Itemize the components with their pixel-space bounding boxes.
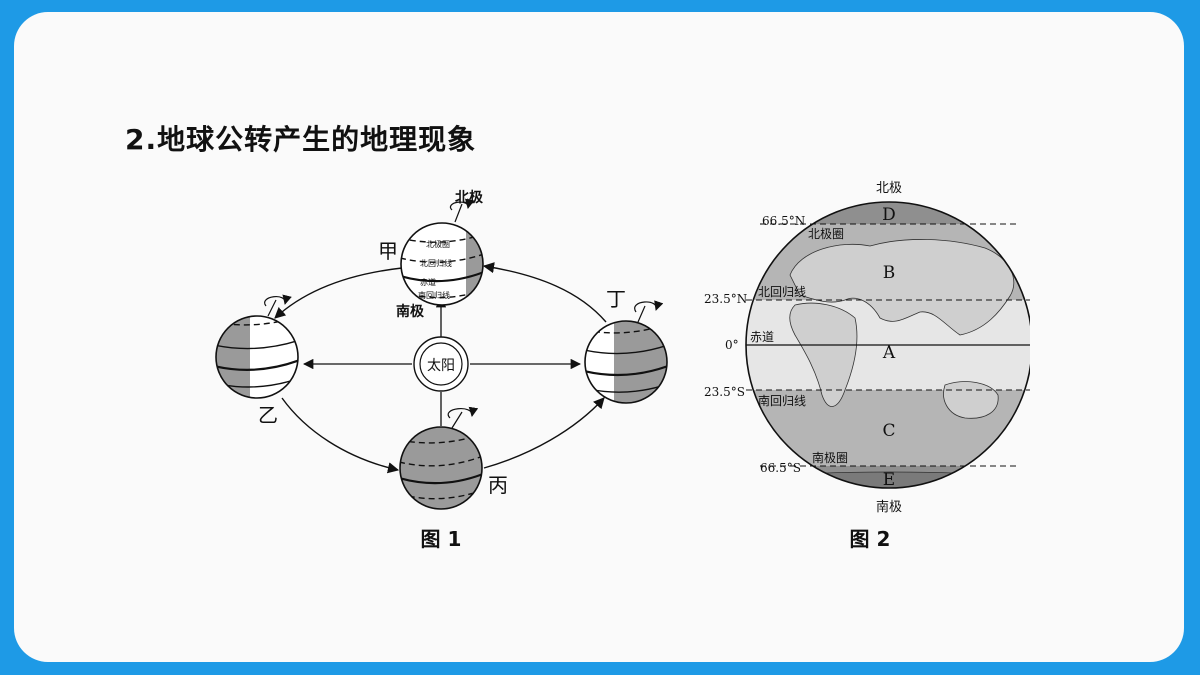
svg-text:北回归线: 北回归线 [420, 258, 452, 268]
lat-66n: 66.5°N [762, 214, 805, 228]
zone-A: A [882, 343, 896, 363]
line-arctic-circle: 北极圈 [808, 227, 844, 241]
earth-bing [399, 406, 483, 510]
lat-23n: 23.5°N [704, 292, 747, 306]
zone-B: B [883, 263, 896, 283]
figure-2-caption: 图 2 [850, 527, 891, 551]
position-bing: 丙 [488, 473, 508, 497]
sun-label: 太阳 [427, 358, 455, 374]
line-equator: 赤道 [750, 330, 774, 344]
line-antarctic-circle: 南极圈 [812, 450, 848, 465]
orbit-arc-ding-jia [482, 262, 607, 323]
lat-0: 0° [725, 338, 739, 352]
zone-E: E [883, 470, 895, 490]
position-ding: 丁 [606, 287, 626, 311]
figure-1-revolution-diagram: 太阳 北极圈 北回归线 赤道 南回归线 北极 南极 甲 [215, 189, 668, 551]
zone-C: C [882, 421, 895, 441]
svg-text:赤道: 赤道 [420, 277, 436, 287]
earth-jia: 北极圈 北回归线 赤道 南回归线 [400, 198, 484, 306]
sun: 太阳 [413, 336, 469, 392]
position-yi: 乙 [258, 403, 278, 427]
continent-africa [789, 302, 858, 407]
fig2-north-pole: 北极 [876, 181, 902, 196]
continent-eurasia [789, 239, 1015, 336]
line-tropic-cancer: 北回归线 [758, 285, 806, 299]
lat-66s: 66.5°S [760, 461, 801, 475]
orbit-arc-jia-yi [274, 267, 403, 319]
orbit-arc-bing-ding [483, 397, 605, 469]
zone-D: D [882, 205, 896, 225]
north-pole-label: 北极 [455, 189, 484, 206]
continent-australia [943, 381, 999, 419]
position-jia: 甲 [378, 239, 398, 263]
svg-text:南回归线: 南回归线 [418, 290, 450, 300]
lat-23s: 23.5°S [704, 385, 745, 399]
earth-yi [215, 294, 299, 399]
figure-1-caption: 图 1 [421, 527, 462, 551]
south-pole-label: 南极 [396, 303, 425, 320]
fig2-south-pole: 南极 [876, 499, 902, 515]
page-title: 2.地球公转产生的地理现象 [125, 123, 477, 156]
svg-text:北极圈: 北极圈 [426, 239, 450, 249]
orbit-arc-yi-bing [281, 397, 400, 474]
earth-ding [584, 300, 668, 404]
line-tropic-capricorn: 南回归线 [758, 393, 806, 408]
figure-2-temperature-zones: 北极 南极 66.5°N 23.5°N 0° 23.5°S 66.5°S 北极圈… [704, 181, 1030, 551]
